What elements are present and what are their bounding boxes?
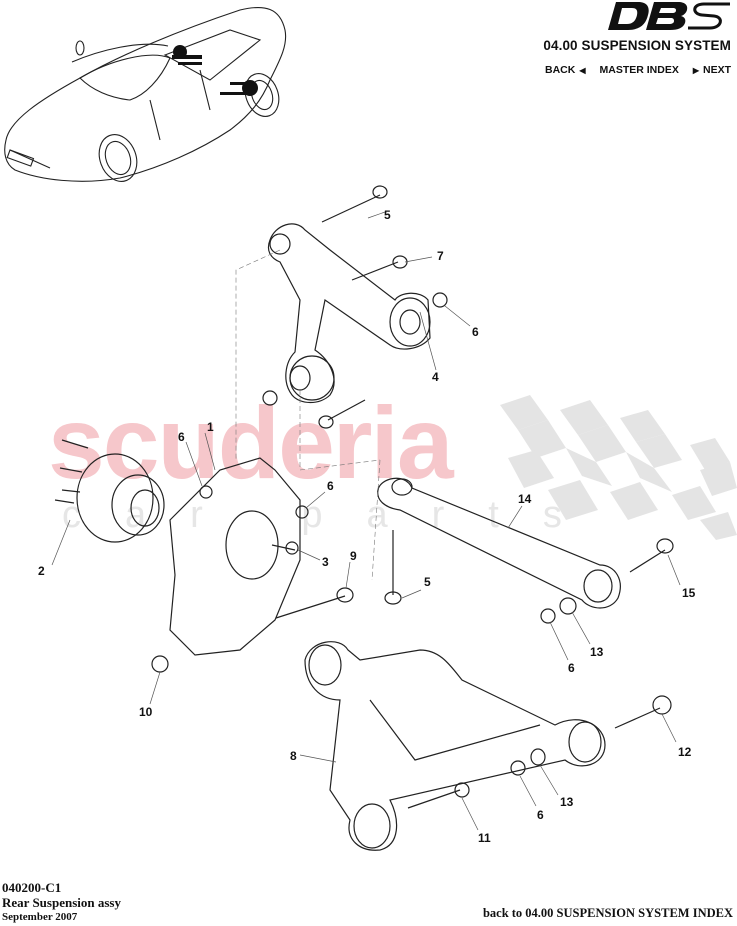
callout-14[interactable]: 14 (518, 492, 532, 506)
callout-4[interactable]: 4 (432, 370, 439, 384)
back-to-index-link[interactable]: back to 04.00 SUSPENSION SYSTEM INDEX (482, 906, 733, 920)
callout-11[interactable]: 11 (478, 831, 491, 845)
back-link[interactable]: BACK ◀ (545, 64, 586, 76)
tie-rod-link (377, 477, 621, 609)
next-link[interactable]: ▶ NEXT (693, 64, 731, 76)
callout-6c[interactable]: 6 (327, 479, 334, 493)
callout-10[interactable]: 10 (139, 705, 153, 719)
callout-9[interactable]: 9 (350, 549, 357, 563)
dbs-logo (608, 2, 730, 30)
wheel-hub (76, 453, 154, 543)
callout-1[interactable]: 1 (207, 420, 214, 434)
publish-date: September 2007 (2, 911, 78, 923)
callout-5b[interactable]: 5 (424, 575, 431, 589)
callout-15[interactable]: 15 (682, 586, 696, 600)
hub-carrier-knuckle (169, 457, 301, 656)
back-label: BACK (544, 64, 576, 76)
callout-5a[interactable]: 5 (384, 208, 391, 222)
callout-13a[interactable]: 13 (590, 645, 604, 659)
callout-7[interactable]: 7 (437, 249, 444, 263)
triangle-left-icon: ◀ (579, 65, 586, 75)
part-code: 040200-C1 (2, 880, 62, 895)
callout-8[interactable]: 8 (290, 749, 297, 763)
lower-control-arm (304, 641, 606, 851)
watermark-text: scuderia (48, 386, 454, 500)
next-label: NEXT (702, 64, 731, 76)
master-index-label: MASTER INDEX (599, 64, 679, 76)
callout-6d[interactable]: 6 (568, 661, 575, 675)
callout-13b[interactable]: 13 (560, 795, 574, 809)
triangle-right-icon: ▶ (692, 65, 699, 75)
callout-3[interactable]: 3 (322, 555, 329, 569)
assembly-name: Rear Suspension assy (2, 895, 121, 910)
footer-info: 040200-C1 Rear Suspension assy September… (2, 880, 121, 925)
callout-6b[interactable]: 6 (178, 430, 185, 444)
callout-6e[interactable]: 6 (537, 808, 544, 822)
upper-control-arm (267, 223, 431, 404)
top-navigation: BACK ◀ MASTER INDEX ▶ NEXT (545, 64, 731, 76)
master-index-link[interactable]: MASTER INDEX (599, 64, 678, 76)
system-title: 04.00 SUSPENSION SYSTEM (543, 38, 731, 53)
callout-6a[interactable]: 6 (472, 325, 479, 339)
callout-12[interactable]: 12 (678, 745, 692, 759)
callout-2[interactable]: 2 (38, 564, 45, 578)
